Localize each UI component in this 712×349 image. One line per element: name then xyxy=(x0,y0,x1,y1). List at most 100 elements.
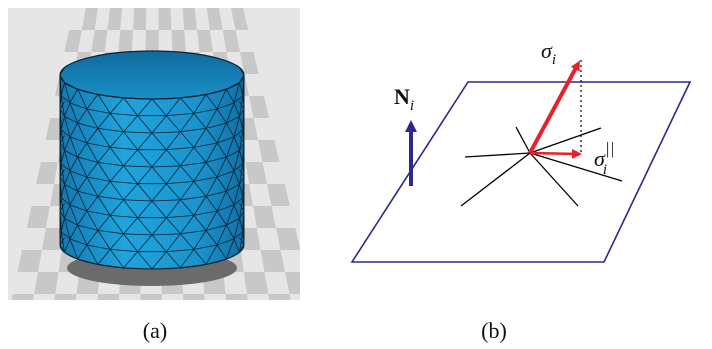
mesh-edge xyxy=(180,94,207,99)
mesh-edge xyxy=(86,108,99,129)
mesh-edge xyxy=(123,97,138,116)
mesh-edge xyxy=(239,244,245,253)
mesh-edge xyxy=(226,116,240,124)
mesh-edge xyxy=(205,156,227,163)
mesh-edge xyxy=(242,176,245,191)
mesh-edge xyxy=(226,238,235,260)
floor-tile xyxy=(133,8,147,30)
mesh-edge xyxy=(193,142,218,148)
mesh-edge xyxy=(86,142,111,148)
mesh-edge xyxy=(110,249,138,253)
triangulated-cylinder xyxy=(59,50,245,270)
mesh-edge xyxy=(205,190,227,197)
mesh-edge xyxy=(69,102,88,110)
mesh-edge xyxy=(123,251,138,269)
mesh-edge xyxy=(180,215,195,235)
mesh-edge xyxy=(216,204,235,212)
mesh-edge xyxy=(216,142,227,158)
mesh-edge xyxy=(60,95,65,117)
mesh-edge xyxy=(180,196,207,201)
mesh-edge xyxy=(69,136,78,158)
mesh-edge xyxy=(193,196,207,216)
floor-tile xyxy=(267,184,290,206)
mesh-edge xyxy=(64,238,71,253)
mesh-edge xyxy=(69,204,88,212)
mesh-edge xyxy=(233,150,240,172)
mesh-edge xyxy=(109,233,124,250)
mesh-edge xyxy=(216,102,235,110)
mesh-edge xyxy=(226,150,240,158)
mesh-edge xyxy=(64,102,71,117)
mesh-edge xyxy=(193,215,207,231)
mesh-edge xyxy=(77,224,88,246)
mesh-edge xyxy=(77,88,88,110)
mesh-edge xyxy=(226,218,240,226)
mesh-edge xyxy=(193,181,207,197)
mesh-edge xyxy=(77,190,88,212)
mesh-edge xyxy=(239,184,244,198)
mesh-edge xyxy=(242,210,245,225)
mesh-edge xyxy=(64,184,71,206)
mesh-edge xyxy=(166,215,194,219)
mesh-edge xyxy=(137,217,153,236)
mesh-edge xyxy=(233,218,240,240)
floor-tile xyxy=(91,30,108,52)
mesh-edge xyxy=(166,233,181,252)
mesh-edge xyxy=(180,264,207,269)
mesh-edge xyxy=(64,170,71,185)
mesh-edge xyxy=(239,129,244,151)
mesh-edge xyxy=(86,244,99,265)
mesh-edge xyxy=(110,215,138,219)
mesh-edge xyxy=(86,162,99,178)
mesh-edge xyxy=(137,200,153,218)
mesh-edge xyxy=(69,170,88,178)
mesh-edge xyxy=(97,230,124,235)
mesh-edge xyxy=(137,251,153,270)
mesh-edge xyxy=(86,244,111,250)
mesh-edge xyxy=(233,231,244,240)
mesh-edge xyxy=(69,156,78,172)
mesh-edge xyxy=(59,108,65,117)
mesh-edge xyxy=(69,88,78,104)
mesh-edge xyxy=(226,136,235,158)
mesh-edge xyxy=(109,199,124,216)
mesh-edge xyxy=(216,108,227,124)
floor-tile xyxy=(253,206,276,228)
mesh-edge xyxy=(193,128,207,148)
caption-a: (a) xyxy=(143,318,167,343)
floor-tile xyxy=(268,294,291,300)
mesh-edge xyxy=(64,116,78,124)
sigma-parallel-label: σi|| xyxy=(594,139,614,178)
mesh-edge xyxy=(239,169,245,178)
mesh-edge xyxy=(151,200,167,218)
mesh-edge xyxy=(60,95,71,104)
mesh-edge xyxy=(60,184,65,198)
sigma-arrow xyxy=(528,60,580,154)
mesh-edge xyxy=(60,163,65,185)
mesh-edge xyxy=(110,181,138,185)
mesh-edge xyxy=(77,122,99,129)
mesh-edge xyxy=(166,251,181,269)
mesh-edge xyxy=(233,136,240,151)
mesh-edge xyxy=(59,244,65,253)
mesh-edge xyxy=(109,215,124,235)
mesh-edge xyxy=(109,97,124,114)
caption-b: (b) xyxy=(481,318,507,343)
mesh-edge xyxy=(137,234,153,252)
mesh-edge xyxy=(180,131,195,148)
mesh-edge xyxy=(123,199,153,202)
mesh-edge xyxy=(60,129,71,138)
mesh-edge xyxy=(123,233,153,236)
floor-tile xyxy=(17,250,42,272)
floor-tile xyxy=(240,52,259,74)
mesh-edge xyxy=(59,169,65,178)
floor-tile xyxy=(222,30,240,52)
mesh-edge xyxy=(64,116,71,138)
mesh-edge xyxy=(205,176,218,197)
mesh-edge xyxy=(77,244,88,260)
mesh-edge xyxy=(151,267,181,270)
mesh-edge xyxy=(97,196,124,201)
mesh-edge xyxy=(97,264,124,269)
mesh-edge xyxy=(77,176,88,192)
mesh-edge xyxy=(123,131,153,134)
